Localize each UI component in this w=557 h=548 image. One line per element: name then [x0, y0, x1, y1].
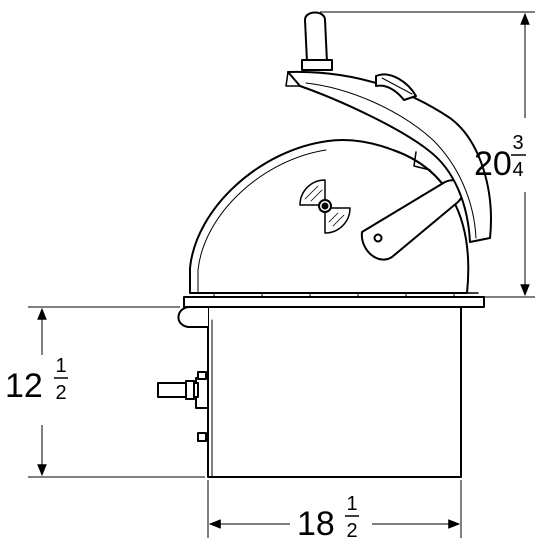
lid-front-lip	[285, 71, 301, 87]
height-base-numerator: 1	[55, 355, 66, 377]
lid-chute-inner-line	[305, 82, 477, 239]
blade-lower	[324, 207, 351, 234]
dimension-base-width	[207, 480, 462, 538]
knob-collar	[185, 380, 195, 400]
width-base-whole: 18	[297, 505, 335, 543]
top-plate	[183, 292, 485, 308]
pusher-handle	[301, 11, 333, 71]
height-overall-numerator: 3	[512, 132, 523, 154]
lid-latch	[375, 73, 417, 101]
lid-chute-notch	[413, 151, 431, 171]
lid-latch-body	[375, 73, 417, 101]
lid-arm-pivot	[373, 233, 383, 243]
dimension-base-height	[28, 306, 205, 478]
side-knob	[157, 371, 209, 442]
bowl-dome-inner-line	[197, 149, 327, 294]
dimension-label-overall-height: 20 3 4	[474, 132, 526, 183]
base-front-lip	[177, 306, 209, 328]
lid-latch-line	[381, 77, 413, 95]
knob-bolt-top	[197, 371, 207, 380]
machine-outline	[157, 11, 492, 478]
pusher-handle-base	[301, 59, 333, 71]
hub-inner	[321, 202, 329, 210]
height-overall-denominator: 4	[512, 159, 523, 181]
dimension-label-base-width: 18 1 2	[297, 493, 359, 543]
width-base-denominator: 2	[346, 520, 357, 542]
blade-upper	[299, 179, 326, 206]
height-overall-whole: 20	[474, 145, 512, 183]
dimension-overall-height	[320, 11, 535, 298]
width-base-numerator: 1	[346, 493, 357, 515]
pusher-handle-body	[304, 11, 328, 63]
dimension-label-base-height: 12 1 2	[5, 355, 68, 405]
blade-upper-hatch	[304, 185, 323, 202]
base-cabinet-body	[207, 306, 462, 478]
blade-lower-hatch	[328, 212, 345, 227]
blade-hub	[299, 179, 351, 234]
height-base-denominator: 2	[55, 382, 66, 404]
knob-bolt-bottom	[197, 432, 207, 442]
base-cabinet	[177, 306, 462, 478]
height-base-whole: 12	[5, 367, 43, 405]
top-plate-rect	[183, 296, 485, 308]
